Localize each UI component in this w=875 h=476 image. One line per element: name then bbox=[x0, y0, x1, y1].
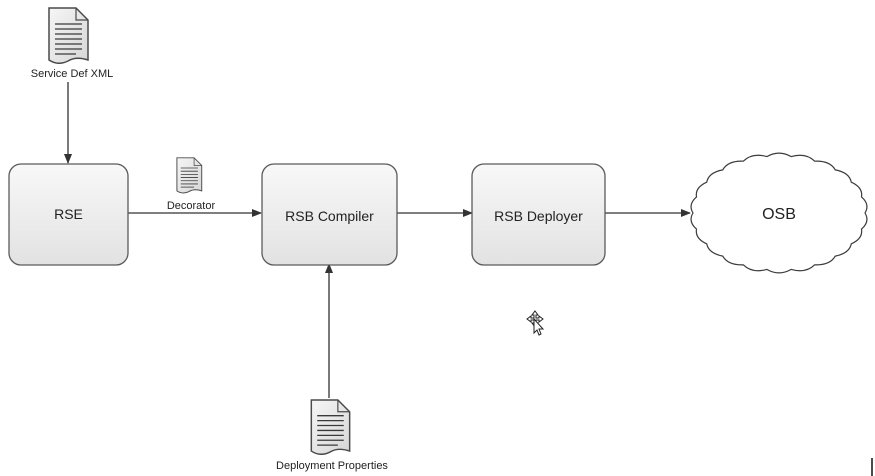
document-icon bbox=[176, 157, 203, 194]
connectors bbox=[64, 82, 691, 398]
decorator-label: Decorator bbox=[167, 200, 216, 212]
osb-label: OSB bbox=[762, 206, 796, 223]
rsb-compiler-node[interactable]: RSB Compiler bbox=[261, 163, 398, 266]
rsb-deployer-node[interactable]: RSB Deployer bbox=[471, 163, 606, 266]
move-cursor-icon bbox=[526, 310, 545, 336]
deployment-properties-document[interactable]: Deployment Properties bbox=[276, 399, 388, 472]
document-icon bbox=[310, 399, 351, 455]
rse-node[interactable]: RSE bbox=[8, 163, 129, 266]
service-def-xml-document[interactable]: Service Def XML bbox=[31, 7, 114, 80]
document-icon bbox=[48, 7, 89, 64]
service-def-xml-label: Service Def XML bbox=[31, 68, 114, 80]
osb-cloud-node[interactable]: OSB bbox=[690, 152, 868, 274]
deployment-properties-label: Deployment Properties bbox=[276, 460, 388, 472]
rsb-deployer-label: RSB Deployer bbox=[494, 208, 583, 224]
rsb-compiler-label: RSB Compiler bbox=[285, 208, 374, 224]
decorator-document[interactable]: Decorator bbox=[167, 157, 216, 212]
rse-label: RSE bbox=[54, 206, 83, 222]
cloud-shape bbox=[690, 152, 868, 274]
